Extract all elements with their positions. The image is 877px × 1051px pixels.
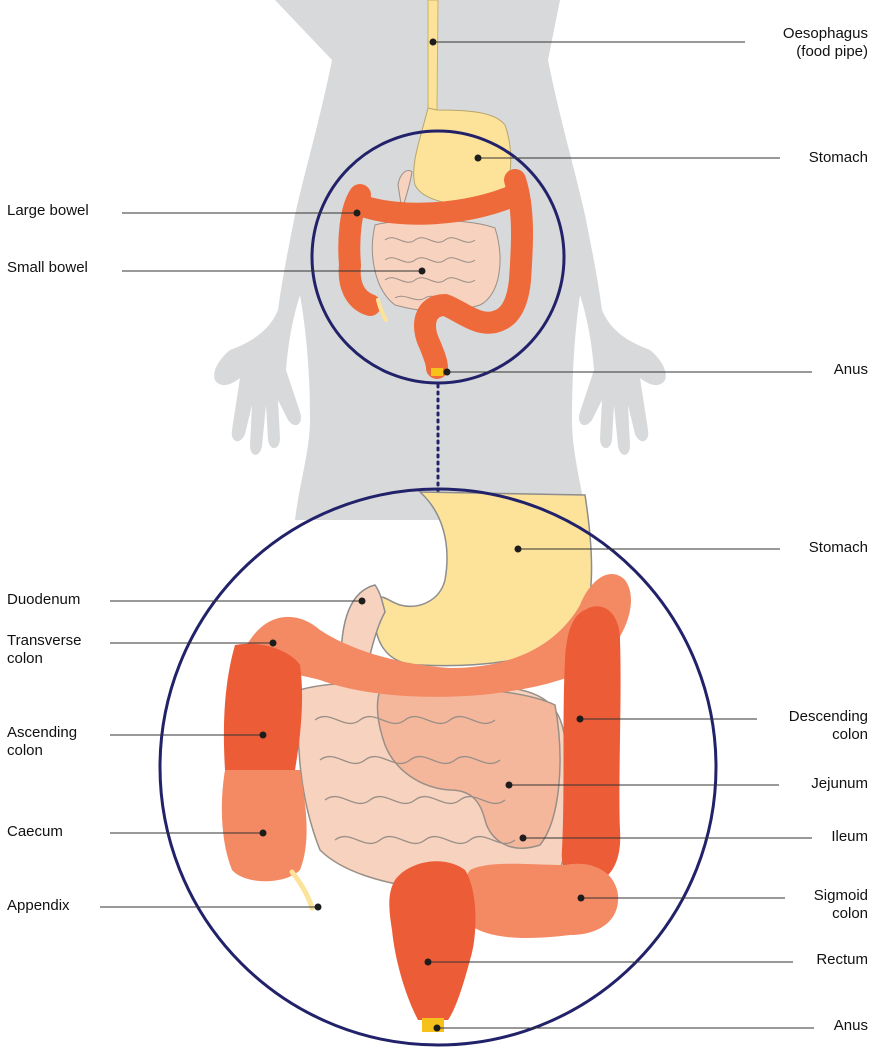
- stomach-shape-top: [414, 108, 511, 204]
- label-large-bowel: Large bowel: [7, 202, 89, 220]
- oesophagus-shape: [428, 0, 438, 110]
- caecum-shape: [222, 770, 307, 881]
- label-stomach-top: Stomach: [809, 149, 868, 167]
- label-rectum: Rectum: [816, 951, 868, 969]
- label-anus-bottom: Anus: [834, 1017, 868, 1035]
- label-ileum: Ileum: [831, 828, 868, 846]
- label-anus-top: Anus: [834, 361, 868, 379]
- label-appendix: Appendix: [7, 897, 70, 915]
- label-sigmoid-colon: Sigmoid colon: [814, 887, 868, 923]
- label-caecum: Caecum: [7, 823, 63, 841]
- ascending-colon-shape: [224, 644, 302, 770]
- bottom-organs: [222, 492, 631, 1032]
- label-duodenum: Duodenum: [7, 591, 80, 609]
- label-ascending-colon: Ascending colon: [7, 724, 77, 760]
- label-oesophagus: Oesophagus (food pipe): [783, 25, 868, 61]
- anus-shape-bottom: [422, 1018, 444, 1032]
- label-jejunum: Jejunum: [811, 775, 868, 793]
- sigmoid-colon-shape: [463, 864, 619, 938]
- rectum-shape: [389, 861, 475, 1020]
- appendix-shape-bottom: [292, 872, 312, 908]
- label-small-bowel: Small bowel: [7, 259, 88, 277]
- anus-shape-top: [431, 368, 443, 376]
- descending-colon-shape: [562, 606, 621, 885]
- label-transverse-colon: Transverse colon: [7, 632, 81, 668]
- label-descending-colon: Descending colon: [789, 708, 868, 744]
- label-stomach-bottom: Stomach: [809, 539, 868, 557]
